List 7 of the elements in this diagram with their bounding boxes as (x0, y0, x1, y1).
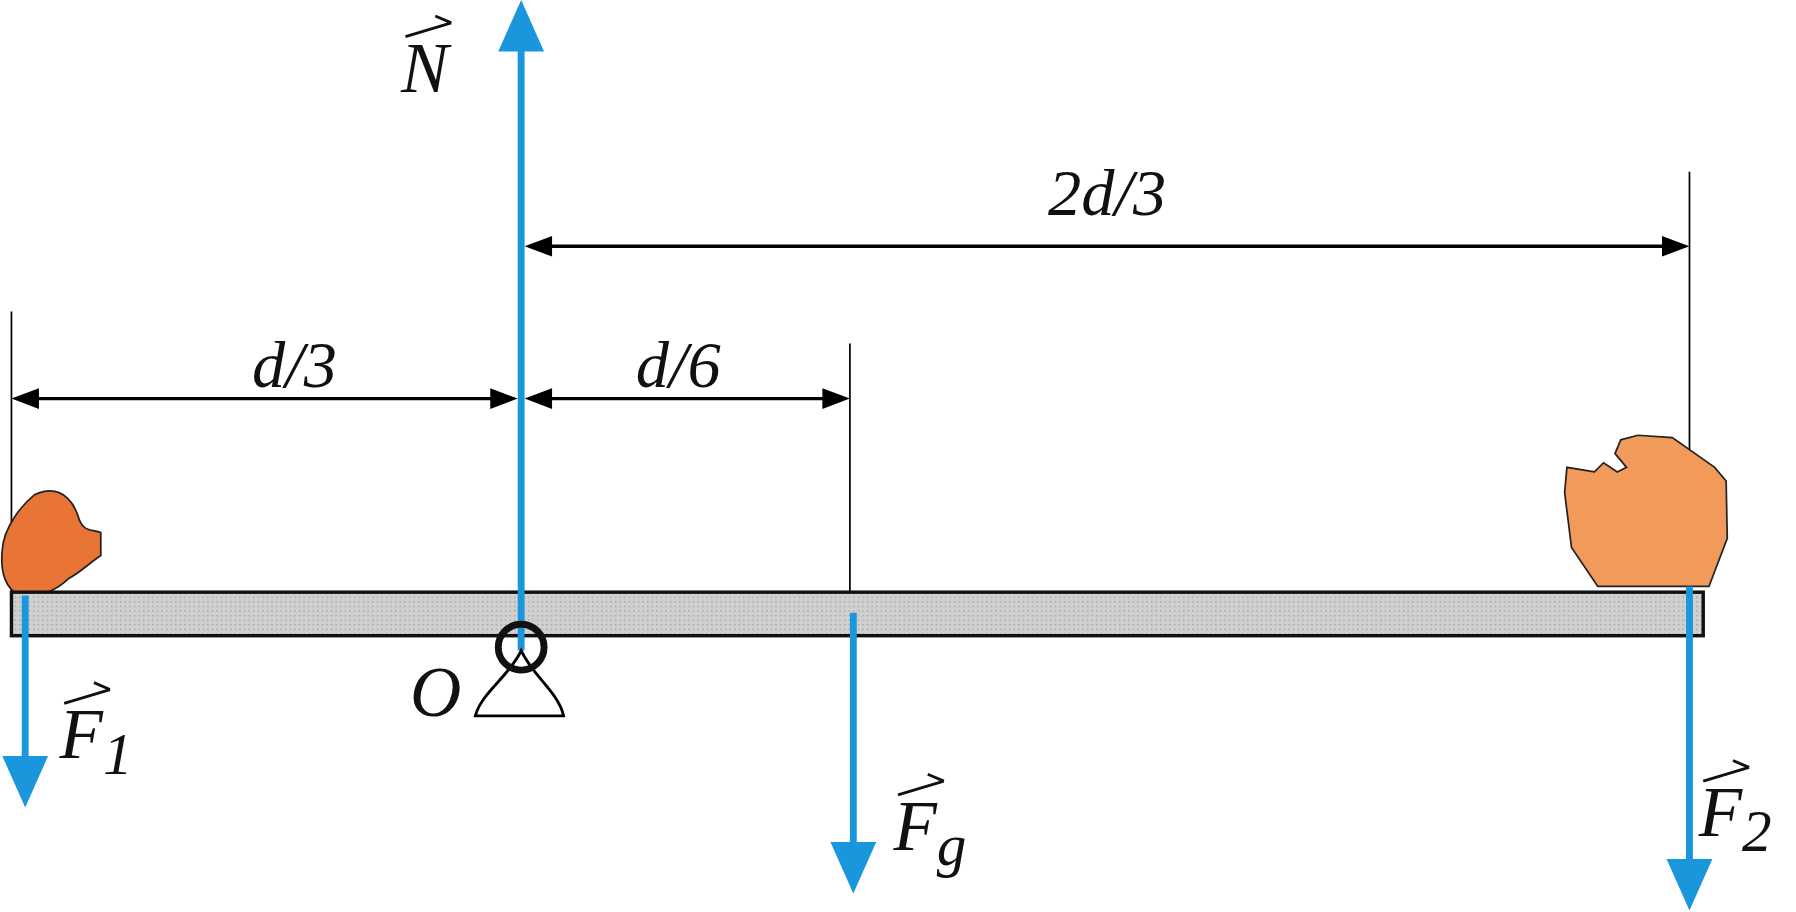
vector-symbol: F$_{g}$ (893, 790, 967, 876)
vector-symbol: F$_{1}$ (59, 698, 133, 784)
dimension-label: 2d/3 (1048, 160, 1167, 227)
vector-symbol: F$_{2}$ (1698, 776, 1772, 862)
dimension-label: d/6 (635, 332, 721, 399)
dimension-label: d/3 (252, 332, 337, 399)
pivot-label: O (410, 656, 462, 728)
